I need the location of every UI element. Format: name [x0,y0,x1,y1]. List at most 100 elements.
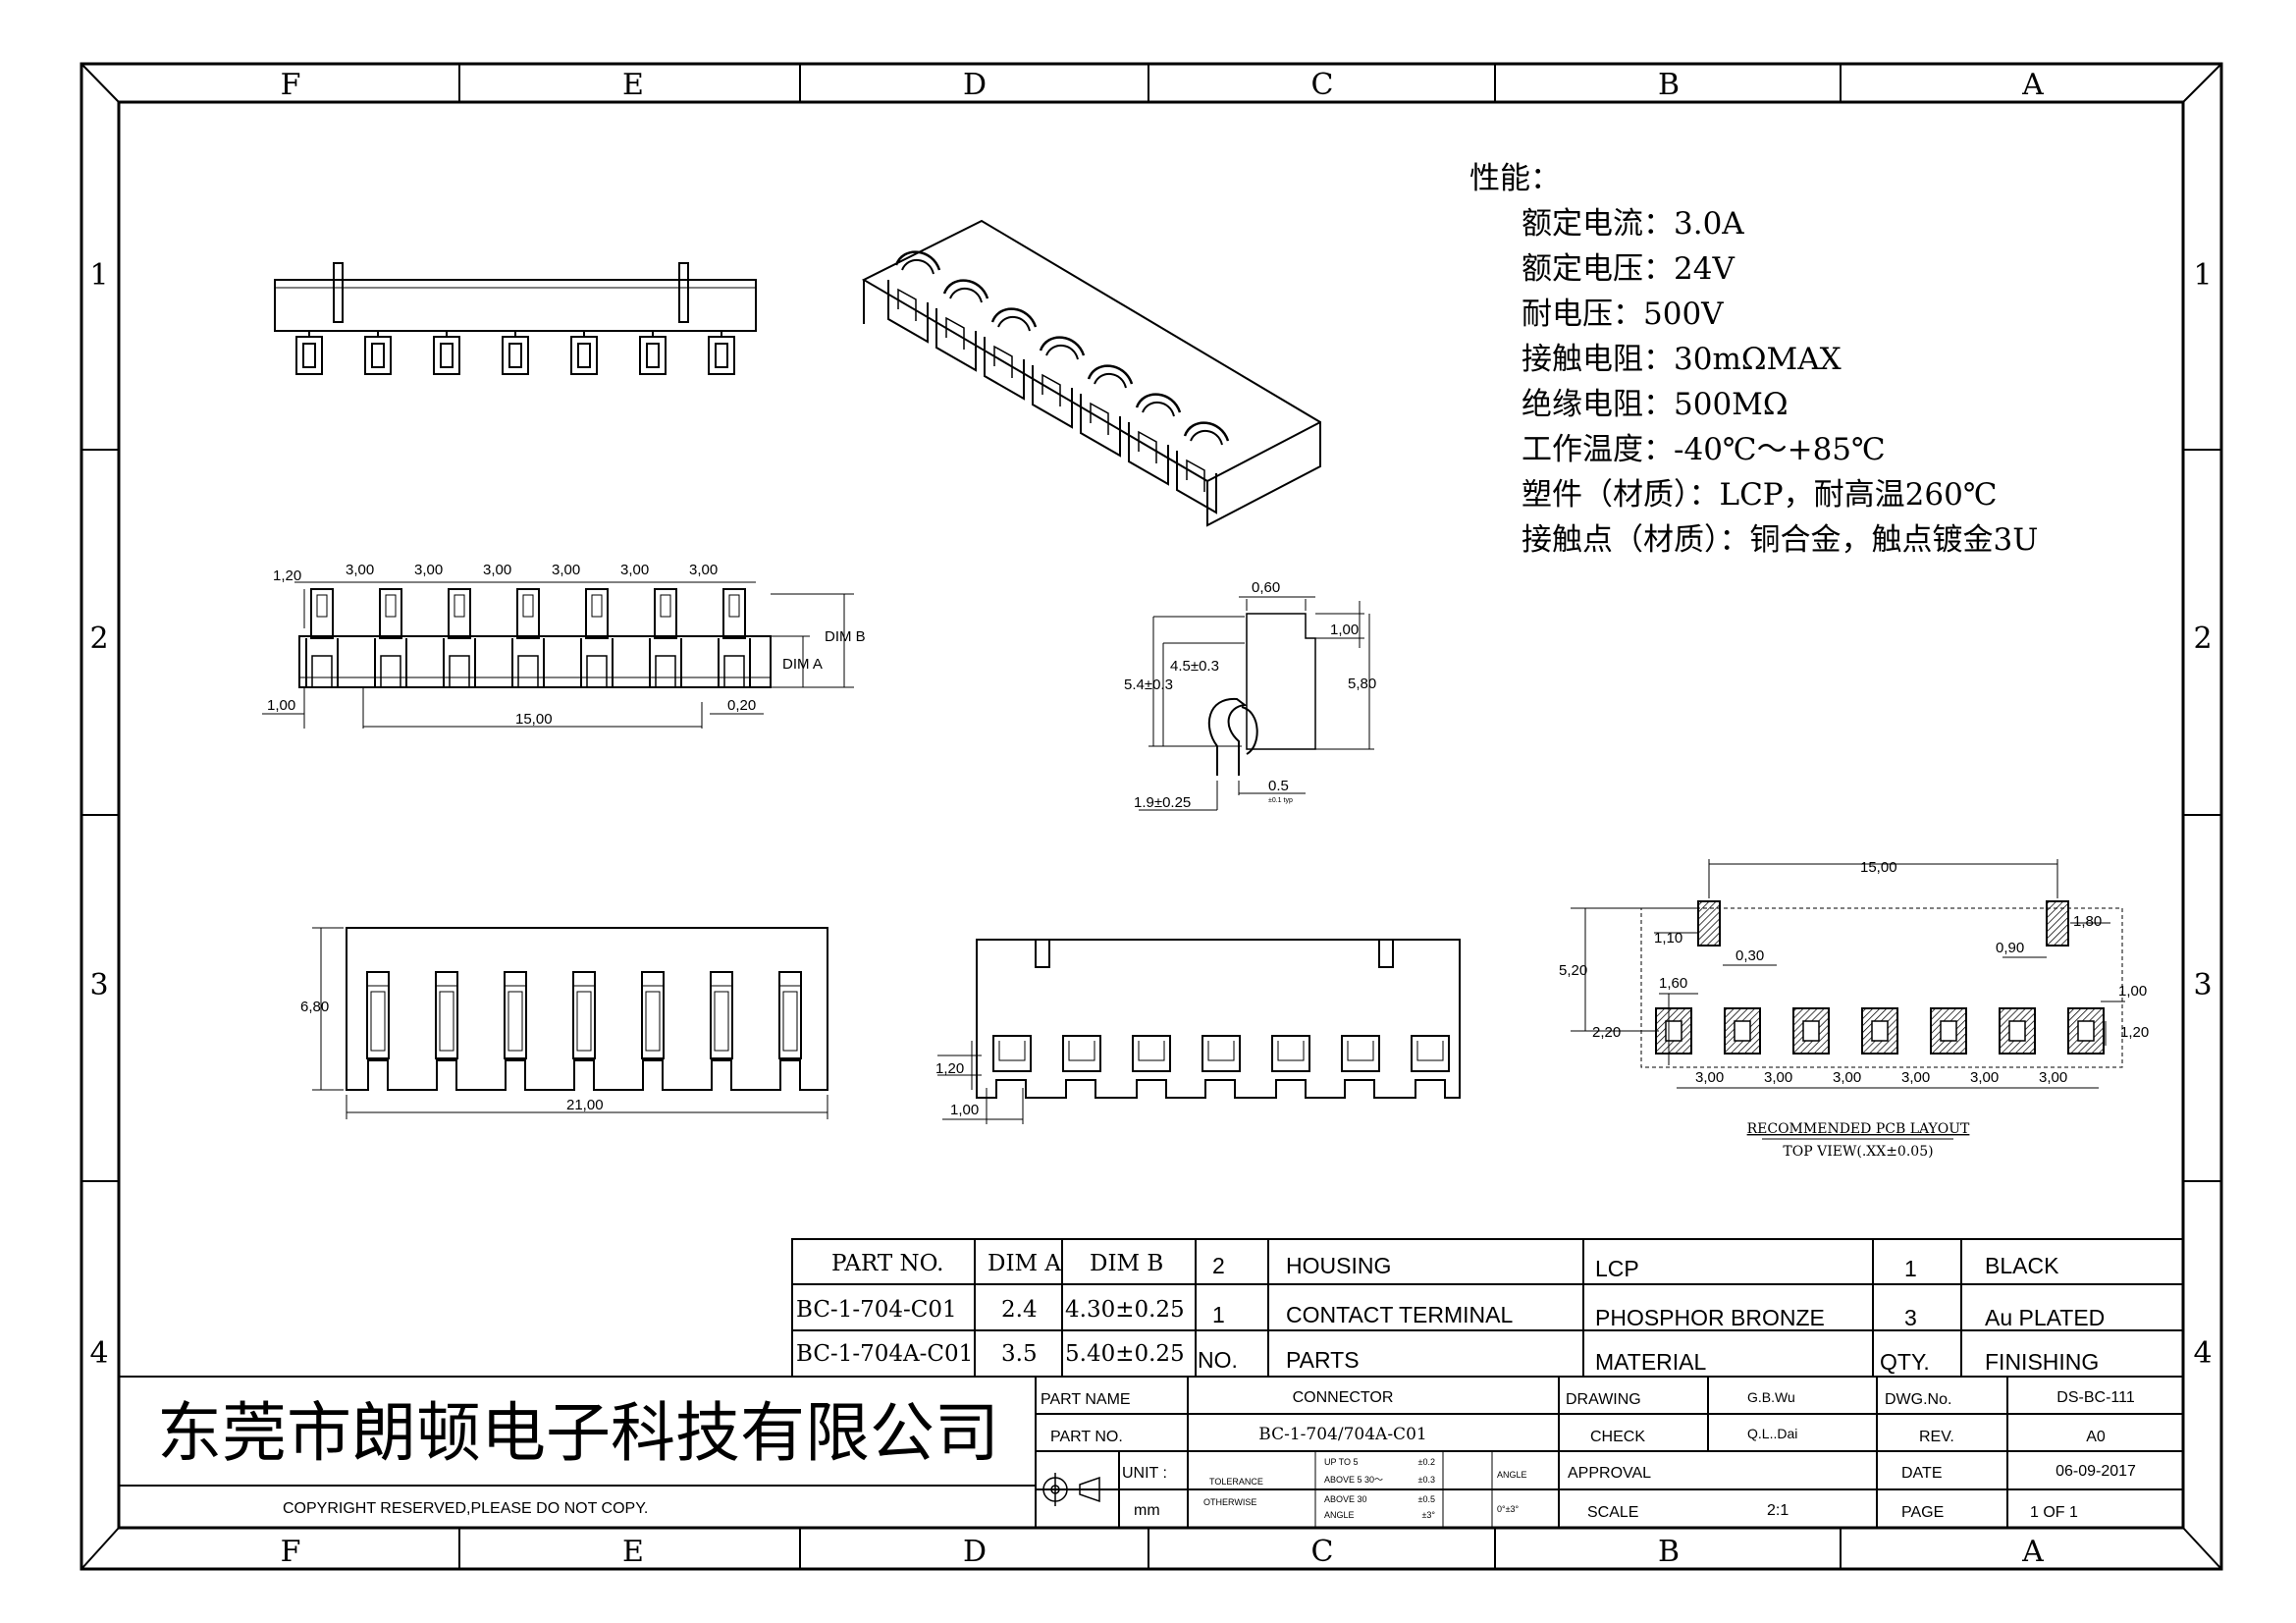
front-contact [649,588,682,687]
pad-inner [1871,1020,1889,1042]
bom-cell: FINISHING [1985,1349,2099,1375]
contact-inner [646,343,660,368]
contact-outline [639,336,667,375]
row-label-2: 2 [89,622,108,656]
pcb-pad [1861,1007,1898,1055]
bottom-slot [778,971,802,1059]
isometric-view [861,219,1321,527]
col-label-d: D [963,68,987,102]
row-label-3: 3 [89,968,108,1002]
bom-cell: PARTS [1286,1347,1360,1373]
check-by: Q.L..Dai [1747,1426,1797,1441]
row-label-2-right: 2 [2193,622,2212,656]
contact-window [522,594,534,618]
parts-header-dimb: DIM B [1090,1251,1163,1276]
tol-row: ±0.5 [1418,1494,1435,1504]
tol-row: ABOVE 5 30～ [1324,1475,1383,1485]
contact-window [385,594,397,618]
rear-contact-inner [1277,1041,1305,1061]
iso-contact-arc-inner [949,288,983,303]
rear-contact-inner [1207,1041,1235,1061]
bom-cell: MATERIAL [1595,1349,1707,1375]
iso-slot-inner [1041,373,1061,406]
iso-slot-body [887,280,929,344]
page-label: PAGE [1901,1504,1944,1521]
top-view-contact [570,331,598,375]
contact-leg [517,655,539,687]
contact-outline [708,336,735,375]
bom-cell: 1 [1212,1302,1225,1327]
contact-top [654,588,677,639]
scale: 2:1 [1767,1502,1789,1519]
pcb-pitch: 3,00 [1970,1069,1999,1086]
iso-slot-body [984,337,1025,401]
angle-value: 0°±3° [1497,1504,1520,1514]
bom-cell: LCP [1595,1256,1639,1281]
revision: A0 [2086,1429,2106,1445]
pcb-pitch: 3,00 [1833,1069,1861,1086]
iso-slot-inner [993,345,1013,378]
spec-line: 绝缘电阻：500MΩ [1522,387,1789,422]
pad-inner [1665,1020,1682,1042]
copyright: COPYRIGHT RESERVED,PLEASE DO NOT COPY. [283,1500,648,1517]
rear-contact [1201,1035,1241,1072]
side-view [1139,596,1374,811]
iso-contact-arc-inner [1190,430,1223,446]
iso-contact [1128,393,1182,486]
rev-label: REV. [1919,1429,1954,1445]
iso-contact-arc [1087,364,1134,385]
pcb-pitch: 3,00 [1901,1069,1930,1086]
contact-inner [577,343,591,368]
contact-leg [655,655,676,687]
bom-cell: HOUSING [1286,1253,1391,1278]
dim-step: 1,00 [1330,622,1359,638]
col-label-a-bottom: A [2021,1535,2044,1569]
slot-outline [435,971,458,1059]
front-contact [580,588,614,687]
bottom-view-dims: 6,80 21,00 [300,999,604,1113]
dim-height: 5,80 [1348,676,1376,692]
top-view-contact [364,331,392,375]
iso-contact-arc-inner [997,316,1031,332]
contact-inner [715,343,728,368]
part-name-label: PART NAME [1041,1391,1131,1408]
front-contact [443,588,476,687]
slot-inner [370,991,386,1052]
bom-cell: CONTACT TERMINAL [1286,1302,1514,1327]
side-view-dims: 0,60 1,00 4.5±0.3 5.4±0.3 5,80 0.5 ±0.1 … [1124,579,1376,811]
slot-outline [710,971,733,1059]
bottom-slot [572,971,596,1059]
pcb-pad-off: 1,00 [2118,983,2147,1000]
slot-inner [714,991,729,1052]
col-label-d-bottom: D [963,1535,987,1569]
iso-contact [1176,421,1230,514]
top-view-contact [639,331,667,375]
spec-line: 接触电阻：30mΩMAX [1522,342,1842,377]
pcb-caption: RECOMMENDED PCB LAYOUT TOP VIEW(.XX±0.05… [1747,1121,1970,1160]
pcb-caption-title: RECOMMENDED PCB LAYOUT [1747,1121,1970,1137]
dim-pin-offset: 1,20 [273,568,301,584]
pcb-pad [1999,1007,2036,1055]
unit: mm [1134,1502,1160,1519]
pcb-pad-w: 1,60 [1659,975,1687,992]
angle-label: ANGLE [1497,1470,1527,1480]
pcb-pad [2067,1007,2105,1055]
dim-bottom-length: 21,00 [566,1097,604,1113]
dim-rear-w: 1,00 [950,1102,979,1118]
rear-contact-inner [1416,1041,1444,1061]
bom-cell: QTY. [1880,1349,1930,1375]
tol-row: ±0.2 [1418,1457,1435,1467]
parts-cell: BC-1-704-C01 [796,1297,957,1323]
slot-inner [439,991,454,1052]
spec-line: 耐电压：500V [1522,297,1724,332]
parts-table [791,1238,2184,1378]
row-label-4-right: 4 [2193,1336,2212,1371]
rear-contact-inner [1068,1041,1095,1061]
top-view-contact [295,331,323,375]
parts-cell: BC-1-704A-C01 [796,1341,973,1367]
dim-pitch: 3,00 [689,562,718,578]
rear-contact-outline [992,1035,1032,1072]
slot-inner [645,991,661,1052]
dim-right-offset: 0,20 [727,697,756,714]
spec-line: 额定电压：24V [1522,251,1735,287]
